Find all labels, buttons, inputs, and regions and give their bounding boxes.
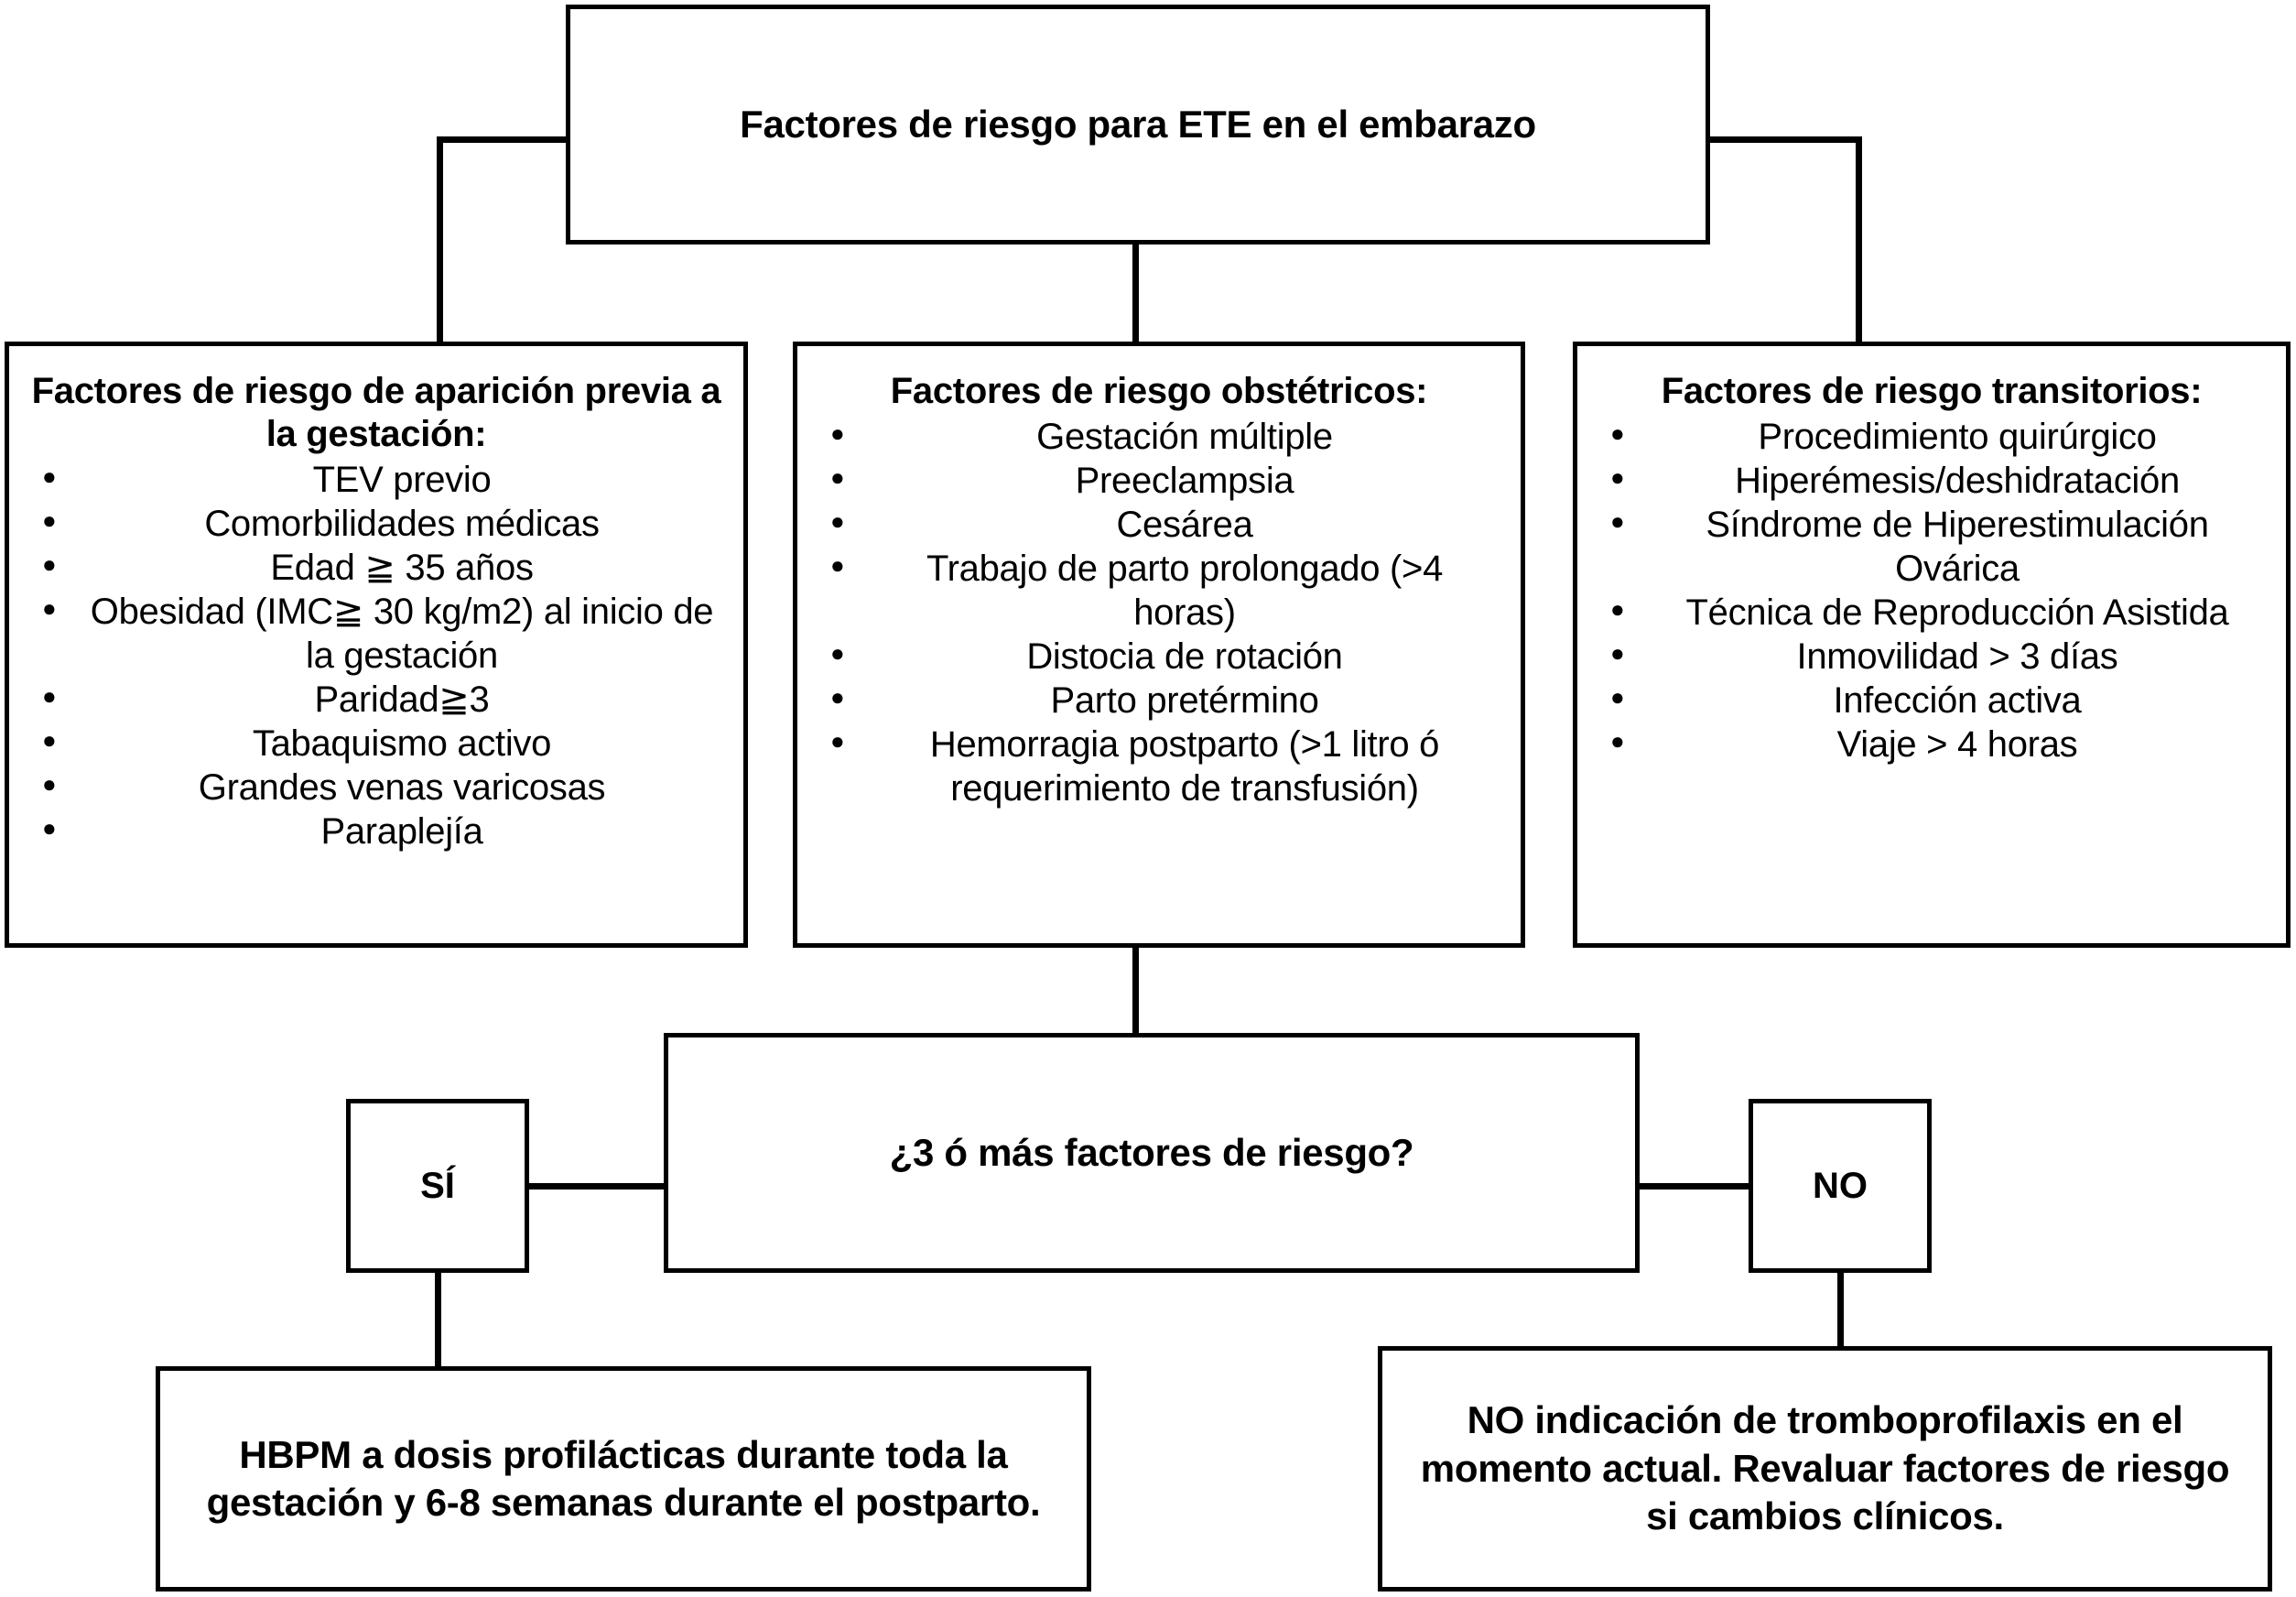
node-pregestational-risk-factors[interactable]: Factores de riesgo de aparición previa a… — [5, 342, 748, 948]
root-node-label: Factores de riesgo para ETE en el embara… — [740, 102, 1536, 146]
list-item: Paraplejía — [22, 808, 731, 853]
decision-node-three-or-more-risk-factors[interactable]: ¿3 ó más factores de riesgo? — [664, 1033, 1640, 1273]
list-item: Preeclampsia — [810, 457, 1508, 503]
list-item: Obesidad (IMC≧ 30 kg/m2) al inicio de la… — [22, 588, 731, 678]
outcome-node-no-prophylaxis[interactable]: NO indicación de tromboprofilaxis en el … — [1378, 1346, 2272, 1592]
list-item: Trabajo de parto prolongado (>4 horas) — [810, 545, 1508, 635]
connector-root-to-pregestational-horizontal — [437, 136, 569, 143]
list-item: Tabaquismo activo — [22, 720, 731, 766]
list-item: Viaje > 4 horas — [1590, 721, 2273, 766]
list-item: Procedimiento quirúrgico — [1590, 413, 2273, 459]
connector-root-to-transient-vertical — [1856, 136, 1862, 345]
list-item: Gestación múltiple — [810, 413, 1508, 459]
connector-no-to-outcome — [1837, 1269, 1844, 1350]
transient-list: Procedimiento quirúrgico Hiperémesis/des… — [1590, 413, 2273, 766]
connector-yes-to-outcome — [435, 1269, 441, 1370]
list-item: Grandes venas varicosas — [22, 764, 731, 809]
list-item: Síndrome de Hiperestimulación Ovárica — [1590, 501, 2273, 591]
decision-question-label: ¿3 ó más factores de riesgo? — [889, 1131, 1414, 1174]
connector-decision-to-yes — [525, 1183, 667, 1190]
transient-heading: Factores de riesgo transitorios: — [1661, 371, 2203, 411]
obstetric-list: Gestación múltiple Preeclampsia Cesárea … — [810, 413, 1508, 810]
pregestational-heading: Factores de riesgo de aparición previa a… — [31, 371, 721, 455]
connector-root-to-pregestational-vertical — [437, 136, 443, 345]
connector-root-to-obstetric-vertical — [1132, 240, 1139, 345]
list-item: Técnica de Reproducción Asistida — [1590, 589, 2273, 635]
list-item: Distocia de rotación — [810, 633, 1508, 679]
yes-label: SÍ — [420, 1165, 455, 1206]
connector-obstetric-to-decision — [1132, 943, 1139, 1037]
obstetric-heading: Factores de riesgo obstétricos: — [890, 371, 1428, 411]
list-item: Comorbilidades médicas — [22, 500, 731, 546]
connector-root-to-transient-horizontal — [1706, 136, 1862, 143]
outcome-yes-label: HBPM a dosis profilácticas durante toda … — [206, 1432, 1041, 1525]
branch-label-no[interactable]: NO — [1749, 1099, 1932, 1273]
connector-decision-to-no — [1636, 1183, 1752, 1190]
node-transient-risk-factors[interactable]: Factores de riesgo transitorios: Procedi… — [1573, 342, 2291, 948]
list-item: Infección activa — [1590, 677, 2273, 722]
list-item: Hemorragia postparto (>1 litro ó requeri… — [810, 721, 1508, 810]
list-item: Inmovilidad > 3 días — [1590, 633, 2273, 679]
list-item: Parto pretérmino — [810, 677, 1508, 722]
outcome-node-prophylaxis-indicated[interactable]: HBPM a dosis profilácticas durante toda … — [156, 1366, 1091, 1592]
outcome-no-label: NO indicación de tromboprofilaxis en el … — [1420, 1398, 2230, 1538]
pregestational-list: TEV previo Comorbilidades médicas Edad ≧… — [22, 456, 731, 853]
node-obstetric-risk-factors[interactable]: Factores de riesgo obstétricos: Gestació… — [793, 342, 1525, 948]
list-item: Hiperémesis/deshidratación — [1590, 457, 2273, 503]
list-item: Cesárea — [810, 501, 1508, 547]
list-item: Paridad≧3 — [22, 676, 731, 722]
branch-label-yes[interactable]: SÍ — [346, 1099, 529, 1273]
root-node-risk-factors[interactable]: Factores de riesgo para ETE en el embara… — [566, 5, 1710, 244]
no-label: NO — [1813, 1165, 1868, 1206]
list-item: Edad ≧ 35 años — [22, 544, 731, 590]
list-item: TEV previo — [22, 456, 731, 502]
